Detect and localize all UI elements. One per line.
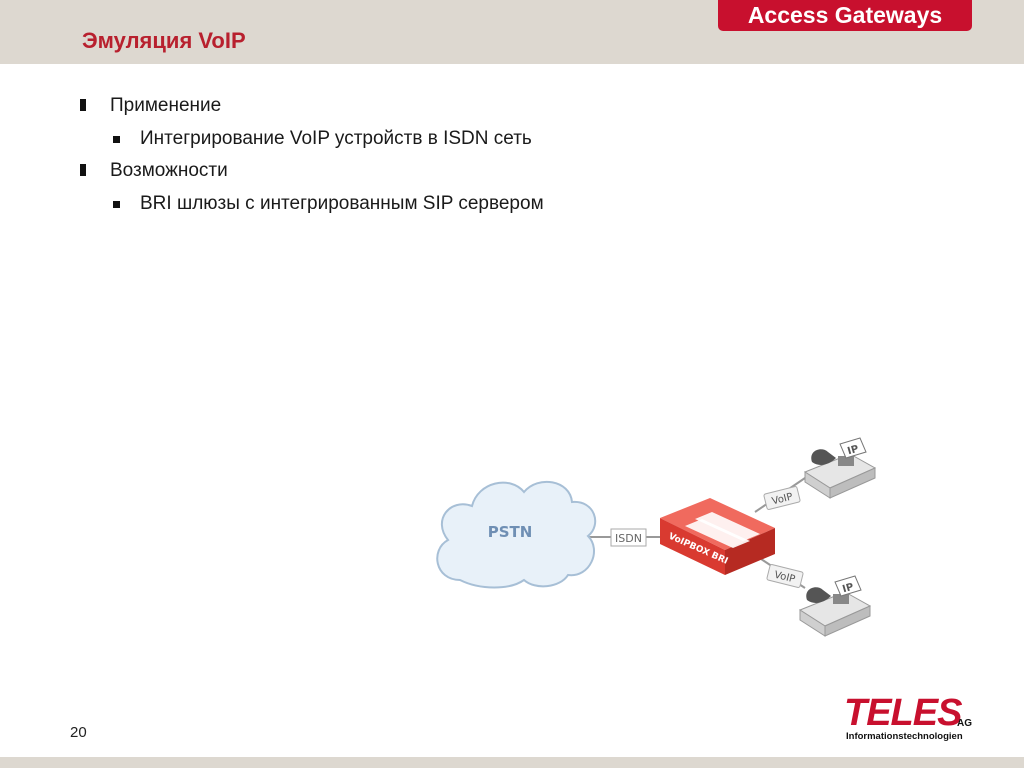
isdn-label-box — [610, 528, 647, 547]
isdn-label: ISDN — [615, 532, 642, 545]
logo-wordmark: TELES — [844, 692, 962, 734]
sub-bullet-marker — [113, 136, 120, 143]
bullet-marker — [80, 99, 86, 111]
sub-bullet-text: Интегрирование VoIP устройств в ISDN сет… — [140, 128, 532, 149]
page-number: 20 — [70, 724, 87, 741]
pstn-label: PSTN — [488, 523, 533, 541]
sub-bullet-text: BRI шлюзы с интегрированным SIP сервером — [140, 193, 544, 214]
network-diagram: PSTN ISDN VoIPBOX BRI VoIP VoIP IP IP — [436, 437, 877, 637]
voip-label-bottom-box — [766, 564, 804, 588]
logo-subtitle: Informationstechnologien — [846, 731, 963, 742]
footer-band — [0, 757, 1024, 768]
teles-logo: TELES AG Informationstechnologien — [840, 684, 980, 744]
ip-phone-top-icon — [803, 437, 877, 499]
slide-title: Эмуляция VoIP — [82, 28, 246, 53]
logo-ag: AG — [957, 718, 972, 729]
voip-label-bottom: VoIP — [773, 570, 796, 586]
bullet-marker — [80, 164, 86, 176]
bullet-list: Применение Интегрирование VoIP устройств… — [0, 0, 1024, 300]
pstn-cloud-icon — [436, 480, 597, 589]
phone-bottom-ip-badge: IP — [841, 582, 855, 596]
section-tab: Access Gateways — [718, 0, 972, 31]
phone-top-ip-badge: IP — [846, 444, 860, 458]
voip-label-top: VoIP — [771, 492, 794, 508]
voip-label-top-box — [763, 486, 801, 510]
ip-phone-bottom-icon — [798, 575, 872, 637]
bullet-text: Возможности — [110, 160, 228, 181]
voipbox-device-icon — [660, 498, 775, 575]
bullet-text: Применение — [110, 95, 222, 116]
sub-bullet-marker — [113, 201, 120, 208]
